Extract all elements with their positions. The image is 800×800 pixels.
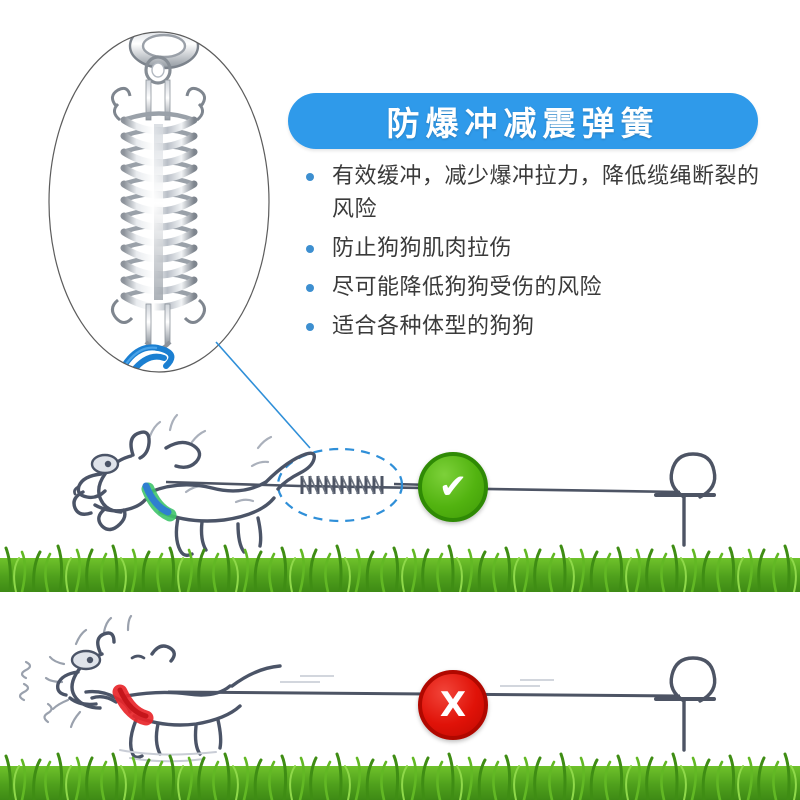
incorrect-usage-scene [18, 614, 717, 763]
strained-dog-illustration [18, 614, 282, 763]
feature-text: 有效缓冲，减少爆冲拉力，降低缆绳断裂的风险 [332, 164, 760, 222]
status-badge-correct: ✔ [418, 452, 488, 522]
feature-text: 防止狗狗肌肉拉伤 [332, 236, 513, 261]
feature-item: 适合各种体型的狗狗 [298, 310, 764, 343]
correct-usage-panel: 防爆冲减震弹簧 有效缓冲，减少爆冲拉力，降低缆绳断裂的风险 防止狗狗肌肉拉伤 尽… [0, 31, 800, 592]
feature-item: 有效缓冲，减少爆冲拉力，降低缆绳断裂的风险 [298, 160, 764, 226]
feature-text: 尽可能降低狗狗受伤的风险 [332, 275, 603, 300]
bullet-dot-icon [306, 173, 314, 181]
correct-usage-scene [72, 413, 717, 558]
cross-icon: X [439, 685, 467, 725]
bullet-dot-icon [306, 245, 314, 253]
grass-blades [4, 544, 797, 592]
ground-stake [654, 452, 717, 547]
spring-closeup-photo [48, 31, 270, 373]
grass-strip [0, 730, 800, 800]
feature-list: 有效缓冲，减少爆冲拉力，降低缆绳断裂的风险 防止狗狗肌肉拉伤 尽可能降低狗狗受伤… [298, 160, 764, 349]
spring-highlight-ellipse [276, 447, 404, 523]
bullet-dot-icon [306, 323, 314, 331]
title-banner: 防爆冲减震弹簧 [288, 93, 758, 149]
leash-spring-icon [300, 475, 384, 495]
happy-dog-illustration [72, 413, 317, 558]
incorrect-usage-panel [0, 600, 800, 800]
feature-item: 防止狗狗肌肉拉伤 [298, 232, 764, 265]
grass-strip [0, 522, 800, 592]
ground-stake [654, 656, 717, 752]
feature-item: 尽可能降低狗狗受伤的风险 [298, 271, 764, 304]
check-icon: ✔ [438, 467, 468, 507]
page-title: 防爆冲减震弹簧 [386, 104, 660, 143]
bullet-dot-icon [306, 284, 314, 292]
grass-blades [4, 752, 797, 800]
status-badge-incorrect: X [418, 670, 488, 740]
feature-text: 适合各种体型的狗狗 [332, 314, 535, 339]
